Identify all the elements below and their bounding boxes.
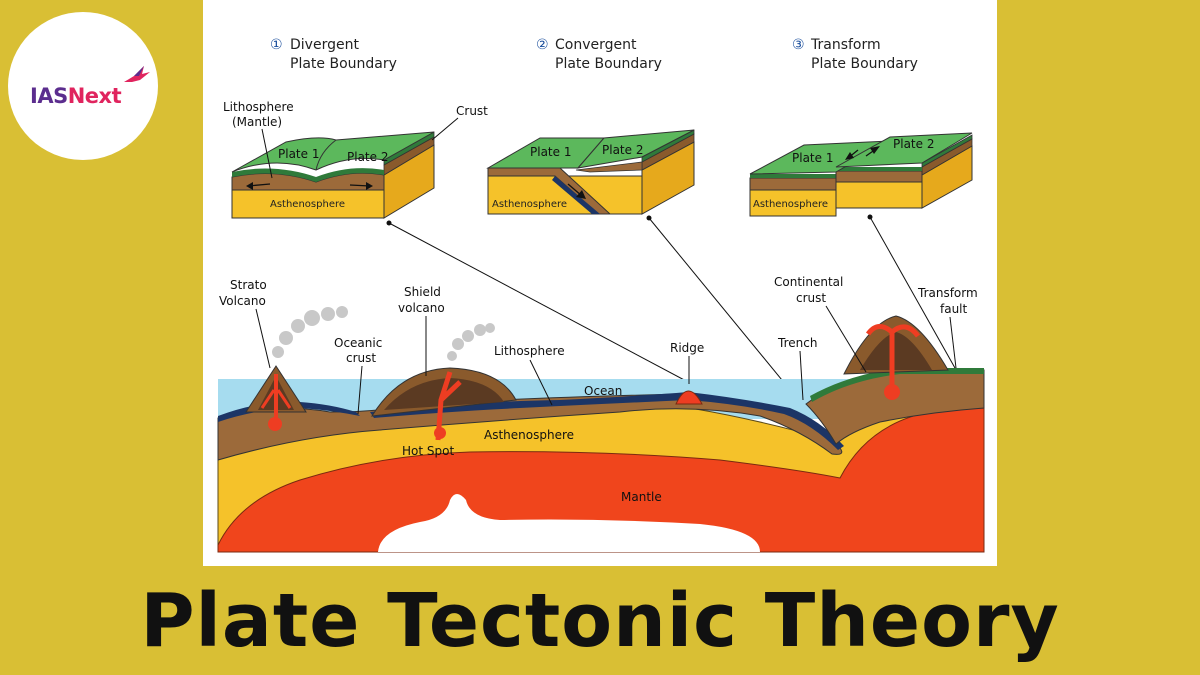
divergent-plate1-label: Plate 1 [278, 147, 319, 161]
divergent-asthenosphere-label: Asthenosphere [270, 199, 345, 210]
strato-label-2: Volcano [219, 294, 266, 308]
transform-plate1-label: Plate 1 [792, 151, 833, 165]
shield-label-2: volcano [398, 301, 445, 315]
brand-logo-text: IASNext [30, 84, 122, 108]
panel-heading-convergent: ② Convergent Plate Boundary [536, 37, 662, 72]
panel-title-2: Convergent [555, 37, 637, 53]
convergent-asthenosphere-label: Asthenosphere [492, 199, 567, 210]
oceanic-label-2: crust [346, 351, 376, 365]
page-title: Plate Tectonic Theory [140, 578, 1060, 664]
continental-label-1: Continental [774, 275, 843, 289]
panel-subtitle-2: Plate Boundary [555, 56, 662, 72]
oceanic-leader-line [357, 365, 363, 415]
panel-title-1: Divergent [290, 37, 359, 53]
transform-plate2-label: Plate 2 [893, 137, 934, 151]
transform-fault-leader-line [949, 316, 957, 369]
continental-label-2: crust [796, 291, 826, 305]
logo-ias-text: IAS [30, 84, 68, 108]
convergent-pointer-line [648, 217, 801, 403]
oceanic-label-1: Oceanic [334, 336, 382, 350]
panel-title-3: Transform [810, 37, 881, 53]
oceanic-crust-layer [370, 392, 844, 450]
mantle-layer [217, 407, 985, 553]
logo-next-text: Next [67, 84, 122, 108]
transform-asthenosphere-label: Asthenosphere [753, 199, 828, 210]
panel-subtitle-1: Plate Boundary [290, 56, 397, 72]
panel-number-3: ③ [792, 37, 805, 53]
lithosphere-label-top: Lithosphere [223, 100, 294, 114]
convergent-block [486, 129, 695, 215]
trench-label: Trench [777, 336, 817, 350]
divergent-plate2-label: Plate 2 [347, 150, 388, 164]
continental-crust-green [810, 368, 984, 402]
panel-subtitle-3: Plate Boundary [811, 56, 918, 72]
panel-number-1: ① [270, 37, 283, 53]
crust-label: Crust [456, 104, 488, 118]
hot-spot-label: Hot Spot [402, 444, 454, 458]
panel-number-2: ② [536, 37, 549, 53]
panel-heading-divergent: ① Divergent Plate Boundary [270, 37, 397, 72]
shield-label-1: Shield [404, 285, 441, 299]
convergent-plate2-label: Plate 2 [602, 143, 643, 157]
strato-leader-line [255, 308, 271, 369]
divergent-block [231, 131, 435, 219]
ocean-label: Ocean [584, 384, 622, 398]
convergent-plate1-label: Plate 1 [530, 145, 571, 159]
brand-logo[interactable]: IASNext [8, 12, 158, 160]
transform-fault-label-1: Transform [917, 286, 978, 300]
transform-fault-label-2: fault [940, 302, 968, 316]
mantle-plume-gap [378, 494, 760, 552]
ridge-magma [675, 390, 703, 405]
mantle-label: Mantle [621, 490, 662, 504]
mantle-parenthetical-label: (Mantle) [232, 115, 282, 129]
ridge-label: Ridge [670, 341, 704, 355]
lithosphere-leader-line [261, 128, 273, 179]
lithosphere-label: Lithosphere [494, 344, 565, 358]
trench-leader-line [799, 350, 804, 401]
panel-heading-transform: ③ Transform Plate Boundary [792, 37, 918, 72]
strato-label-1: Strato [230, 278, 267, 292]
section-asthenosphere-label: Asthenosphere [484, 428, 574, 442]
continental-leader-line [825, 305, 867, 373]
transform-block [749, 132, 973, 217]
lithosphere-section-leader-line [529, 359, 553, 406]
volcano-smoke [272, 306, 495, 361]
earth-cross-section [217, 306, 985, 553]
hot-spot-chamber [434, 427, 446, 439]
transform-pointer-line [869, 216, 956, 369]
hummingbird-icon [124, 66, 150, 82]
crust-leader-line [431, 117, 459, 141]
divergent-pointer-line [388, 222, 689, 383]
